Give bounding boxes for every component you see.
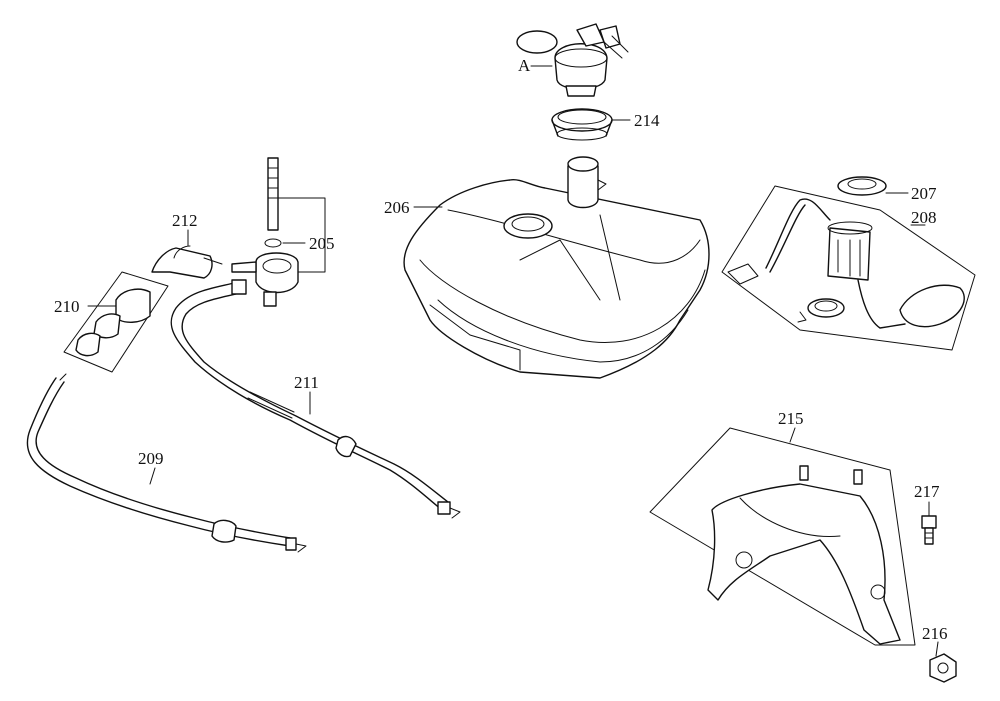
label-207: 207 bbox=[911, 184, 937, 203]
fuel-tank bbox=[403, 156, 710, 379]
label-205: 205 bbox=[309, 234, 335, 253]
label-212: 212 bbox=[172, 211, 198, 230]
frame-215 bbox=[649, 427, 916, 646]
bracket-212 bbox=[151, 229, 223, 279]
label-A: A bbox=[518, 56, 531, 75]
hose-211 bbox=[170, 279, 461, 519]
fuel-valve bbox=[231, 157, 326, 307]
label-217: 217 bbox=[914, 482, 940, 501]
fuel-cap bbox=[516, 23, 629, 97]
label-214: 214 bbox=[634, 111, 660, 130]
bolt-217 bbox=[921, 501, 937, 545]
label-215: 215 bbox=[778, 409, 804, 428]
label-208: 208 bbox=[911, 208, 937, 227]
label-206: 206 bbox=[384, 198, 410, 217]
label-209: 209 bbox=[138, 449, 164, 468]
fuel-pump-group bbox=[721, 176, 976, 351]
label-211: 211 bbox=[294, 373, 319, 392]
fuel-filter bbox=[63, 271, 169, 373]
label-210: 210 bbox=[54, 297, 80, 316]
hose-209 bbox=[26, 373, 307, 553]
ring-214 bbox=[551, 108, 631, 141]
label-216: 216 bbox=[922, 624, 948, 643]
nut-216 bbox=[929, 641, 957, 683]
